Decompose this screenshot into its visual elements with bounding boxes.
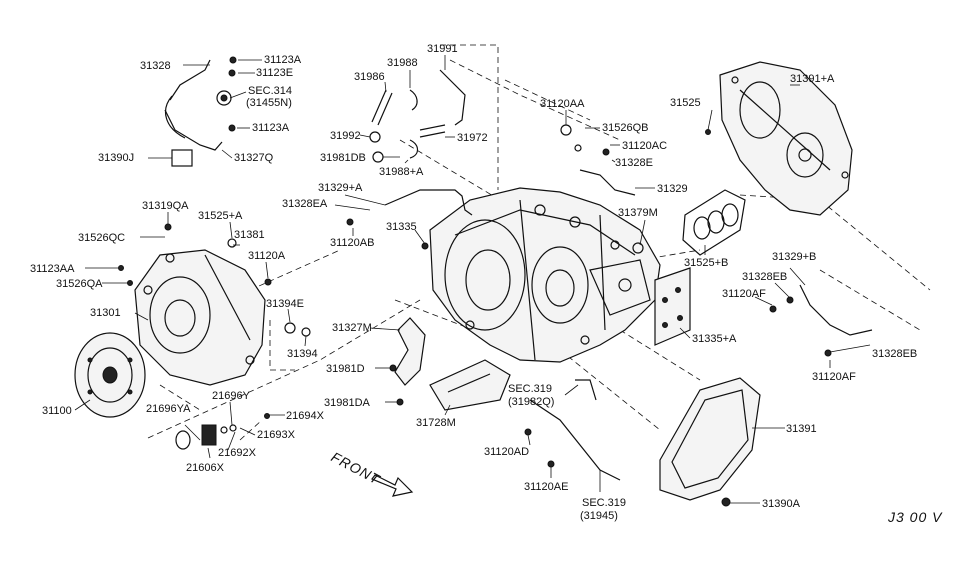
label-31328eb-bottom: 31328EB [872,348,917,360]
label-31991: 31991 [427,43,458,55]
label-31319qa: 31319QA [142,200,189,212]
side-plate [654,267,691,346]
label-31328eb-top: 31328EB [742,271,787,283]
label-31728m: 31728M [416,417,456,429]
label-31992: 31992 [330,130,361,142]
label-31329a: 31329+A [318,182,363,194]
label-31981da: 31981DA [324,397,371,409]
cooler-tubes [384,169,873,336]
label-31120ac: 31120AC [622,140,667,152]
shift-shaft-parts [369,69,466,163]
label-31526qb: 31526QB [602,122,648,134]
label-31981d: 31981D [326,363,365,375]
front-label: FRONT [329,449,384,488]
label-31120ad: 31120AD [484,446,529,458]
transaxle-case [429,187,661,363]
label-31972: 31972 [457,132,488,144]
label-21696ya: 21696YA [146,403,191,415]
label-31120af-bottom: 31120AF [812,371,856,383]
oil-pan [659,377,761,501]
label-21606x: 21606X [186,462,225,474]
label-31120ae: 31120AE [524,481,568,493]
label-31394: 31394 [287,348,318,360]
o-ring-set [682,189,746,256]
part-labels: 31328 31123A 31123E SEC.314 (31455N) 311… [30,43,943,525]
fasteners [118,56,832,507]
label-31328e: 31328E [615,157,653,169]
label-31100: 31100 [42,405,72,417]
side-cover [719,61,853,216]
label-31988: 31988 [387,57,418,69]
label-31301: 31301 [90,307,121,319]
label-21694x: 21694X [286,410,325,422]
label-31123aa: 31123AA [30,263,75,275]
bracket-31327m [394,317,426,386]
label-31123a-top: 31123A [264,54,302,66]
label-31327q: 31327Q [234,152,274,164]
label-31328ea: 31328EA [282,198,328,210]
label-sec-314-sub: (31455N) [246,97,292,109]
label-sec-314: SEC.314 [248,85,292,97]
label-31394e: 31394E [266,298,304,310]
label-31379m: 31379M [618,207,658,219]
label-31981db: 31981DB [320,152,366,164]
label-31120a: 31120A [248,250,286,262]
label-31525a: 31525+A [198,210,243,222]
label-31329b: 31329+B [772,251,816,263]
label-31525: 31525 [670,97,701,109]
label-31986: 31986 [354,71,385,83]
label-31120ab: 31120AB [330,237,374,249]
label-31327m: 31327M [332,322,372,334]
label-31120aa: 31120AA [540,98,585,110]
label-31390a: 31390A [762,498,801,510]
converter-housing [134,249,266,386]
label-31391: 31391 [786,423,817,435]
label-31123a-mid: 31123A [252,122,290,134]
diagram-code: J3 00 V [887,509,943,525]
label-21692x: 21692X [218,447,257,459]
label-21693x: 21693X [257,429,296,441]
label-sec-319-bottom: SEC.319 [582,497,626,509]
front-arrow [371,474,414,497]
label-31328: 31328 [140,60,171,72]
label-21696y: 21696Y [212,390,251,402]
label-31526qa: 31526QA [56,278,103,290]
label-sec-319-top: SEC.319 [508,383,552,395]
leader-lines [74,55,871,504]
torque-converter [74,332,146,418]
label-31988a: 31988+A [379,166,424,178]
strainer-31728m [429,359,511,411]
label-31120af-top: 31120AF [722,288,766,300]
label-31525b: 31525+B [684,257,728,269]
label-31123e: 31123E [256,67,293,79]
label-31390j: 31390J [98,152,134,164]
label-31391a: 31391+A [790,73,835,85]
harness-bracket [164,59,232,167]
label-31381: 31381 [234,229,265,241]
label-sec-319-top-sub: (31982Q) [508,396,554,408]
label-31335: 31335 [386,221,417,233]
label-31335a: 31335+A [692,333,737,345]
label-31329: 31329 [657,183,688,195]
label-31526qc: 31526QC [78,232,125,244]
label-sec-319-bottom-sub: (31945) [580,510,618,522]
